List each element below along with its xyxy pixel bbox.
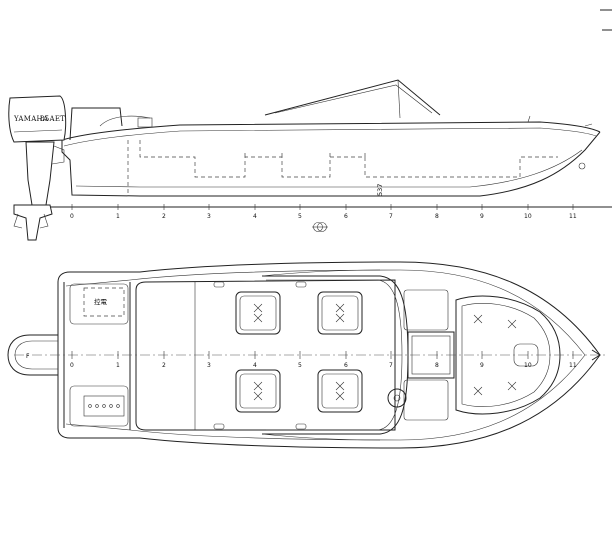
station-label: 10 bbox=[524, 213, 532, 220]
profile-rub-rail bbox=[63, 127, 597, 147]
station-label: 11 bbox=[569, 362, 577, 369]
profile-station-ticks bbox=[71, 204, 574, 210]
windscreen-inner bbox=[274, 84, 433, 114]
station-label: 4 bbox=[253, 213, 257, 220]
station-label: 7 bbox=[389, 213, 393, 220]
side-rail-port bbox=[261, 269, 381, 277]
rail-profile bbox=[99, 115, 151, 127]
internal-structure-dashed bbox=[139, 140, 558, 178]
station-label: 3 bbox=[207, 362, 211, 369]
station-label: 7 bbox=[389, 362, 393, 369]
profile-dimension-label: 537 bbox=[376, 184, 384, 196]
station-label: 2 bbox=[162, 362, 166, 369]
seat-aft-starboard bbox=[235, 369, 281, 413]
engine-model-label: 85AET bbox=[40, 115, 65, 123]
station-label: 3 bbox=[207, 213, 211, 220]
bow-rail-profile bbox=[527, 115, 593, 127]
windscreen bbox=[264, 79, 441, 116]
plan-station-ticks bbox=[71, 351, 574, 359]
seat-fwd-starboard bbox=[317, 369, 363, 413]
stern-handle bbox=[7, 334, 58, 376]
seat-aft-port bbox=[235, 291, 281, 335]
station-label: 8 bbox=[435, 213, 439, 220]
plan-station-labels: 0 1 2 3 4 5 6 7 8 9 10 11 bbox=[70, 362, 577, 369]
motor-midsection bbox=[25, 141, 55, 206]
battery-terminals bbox=[88, 404, 120, 408]
station-label: 2 bbox=[162, 213, 166, 220]
battery-box bbox=[83, 395, 125, 417]
motor-bracket bbox=[51, 145, 65, 165]
profile-hull bbox=[61, 131, 601, 197]
station-label: 11 bbox=[569, 213, 577, 220]
internal-top-dashed bbox=[244, 153, 366, 157]
bow-cushion-marks bbox=[473, 314, 517, 396]
propeller bbox=[13, 213, 49, 229]
motor-cowling-line bbox=[13, 129, 63, 133]
bow-tip bbox=[591, 349, 601, 361]
station-label: 0 bbox=[70, 362, 74, 369]
side-rail-starboard bbox=[261, 433, 381, 441]
motor-lower-unit bbox=[13, 204, 53, 241]
station-label: 0 bbox=[70, 213, 74, 220]
station-label: 5 bbox=[298, 362, 302, 369]
profile-sheer-line bbox=[61, 121, 601, 141]
bow-eye bbox=[578, 162, 586, 170]
station-label: 5 bbox=[298, 213, 302, 220]
console-top bbox=[403, 289, 449, 331]
station-label: 9 bbox=[480, 213, 484, 220]
plan-view: F 控電 bbox=[7, 261, 606, 449]
station-label: 9 bbox=[480, 362, 484, 369]
station-label: 1 bbox=[116, 362, 120, 369]
stern-mark: F bbox=[26, 353, 30, 360]
station-label: 1 bbox=[116, 213, 120, 220]
rear-box-top bbox=[69, 283, 129, 325]
cleats bbox=[213, 281, 307, 430]
windscreen-frame bbox=[397, 79, 401, 119]
midship-symbol bbox=[312, 222, 328, 232]
steering-wheel-icon bbox=[387, 388, 407, 408]
outboard-motor: YAMAHA 85AET bbox=[8, 95, 67, 241]
console-bottom bbox=[403, 379, 449, 421]
station-label: 10 bbox=[524, 362, 532, 369]
station-label: 6 bbox=[344, 213, 348, 220]
station-label: 8 bbox=[435, 362, 439, 369]
rear-box-bottom bbox=[69, 385, 129, 427]
control-panel-label: 控電 bbox=[94, 297, 108, 306]
profile-station-labels: 0 1 2 3 4 5 6 7 8 9 10 11 bbox=[70, 213, 577, 220]
engine-brand-label: YAMAHA bbox=[13, 115, 49, 123]
rear-seat-profile bbox=[69, 107, 123, 141]
cockpit-floor bbox=[135, 279, 396, 431]
station-label: 6 bbox=[344, 362, 348, 369]
side-profile-view: 537 YAMAHA 85AET 0 bbox=[8, 79, 612, 241]
profile-chine-line bbox=[75, 149, 583, 188]
cleat-box bbox=[137, 117, 153, 128]
control-panel-box bbox=[83, 287, 125, 317]
seat-fwd-port bbox=[317, 291, 363, 335]
station-label: 4 bbox=[253, 362, 257, 369]
